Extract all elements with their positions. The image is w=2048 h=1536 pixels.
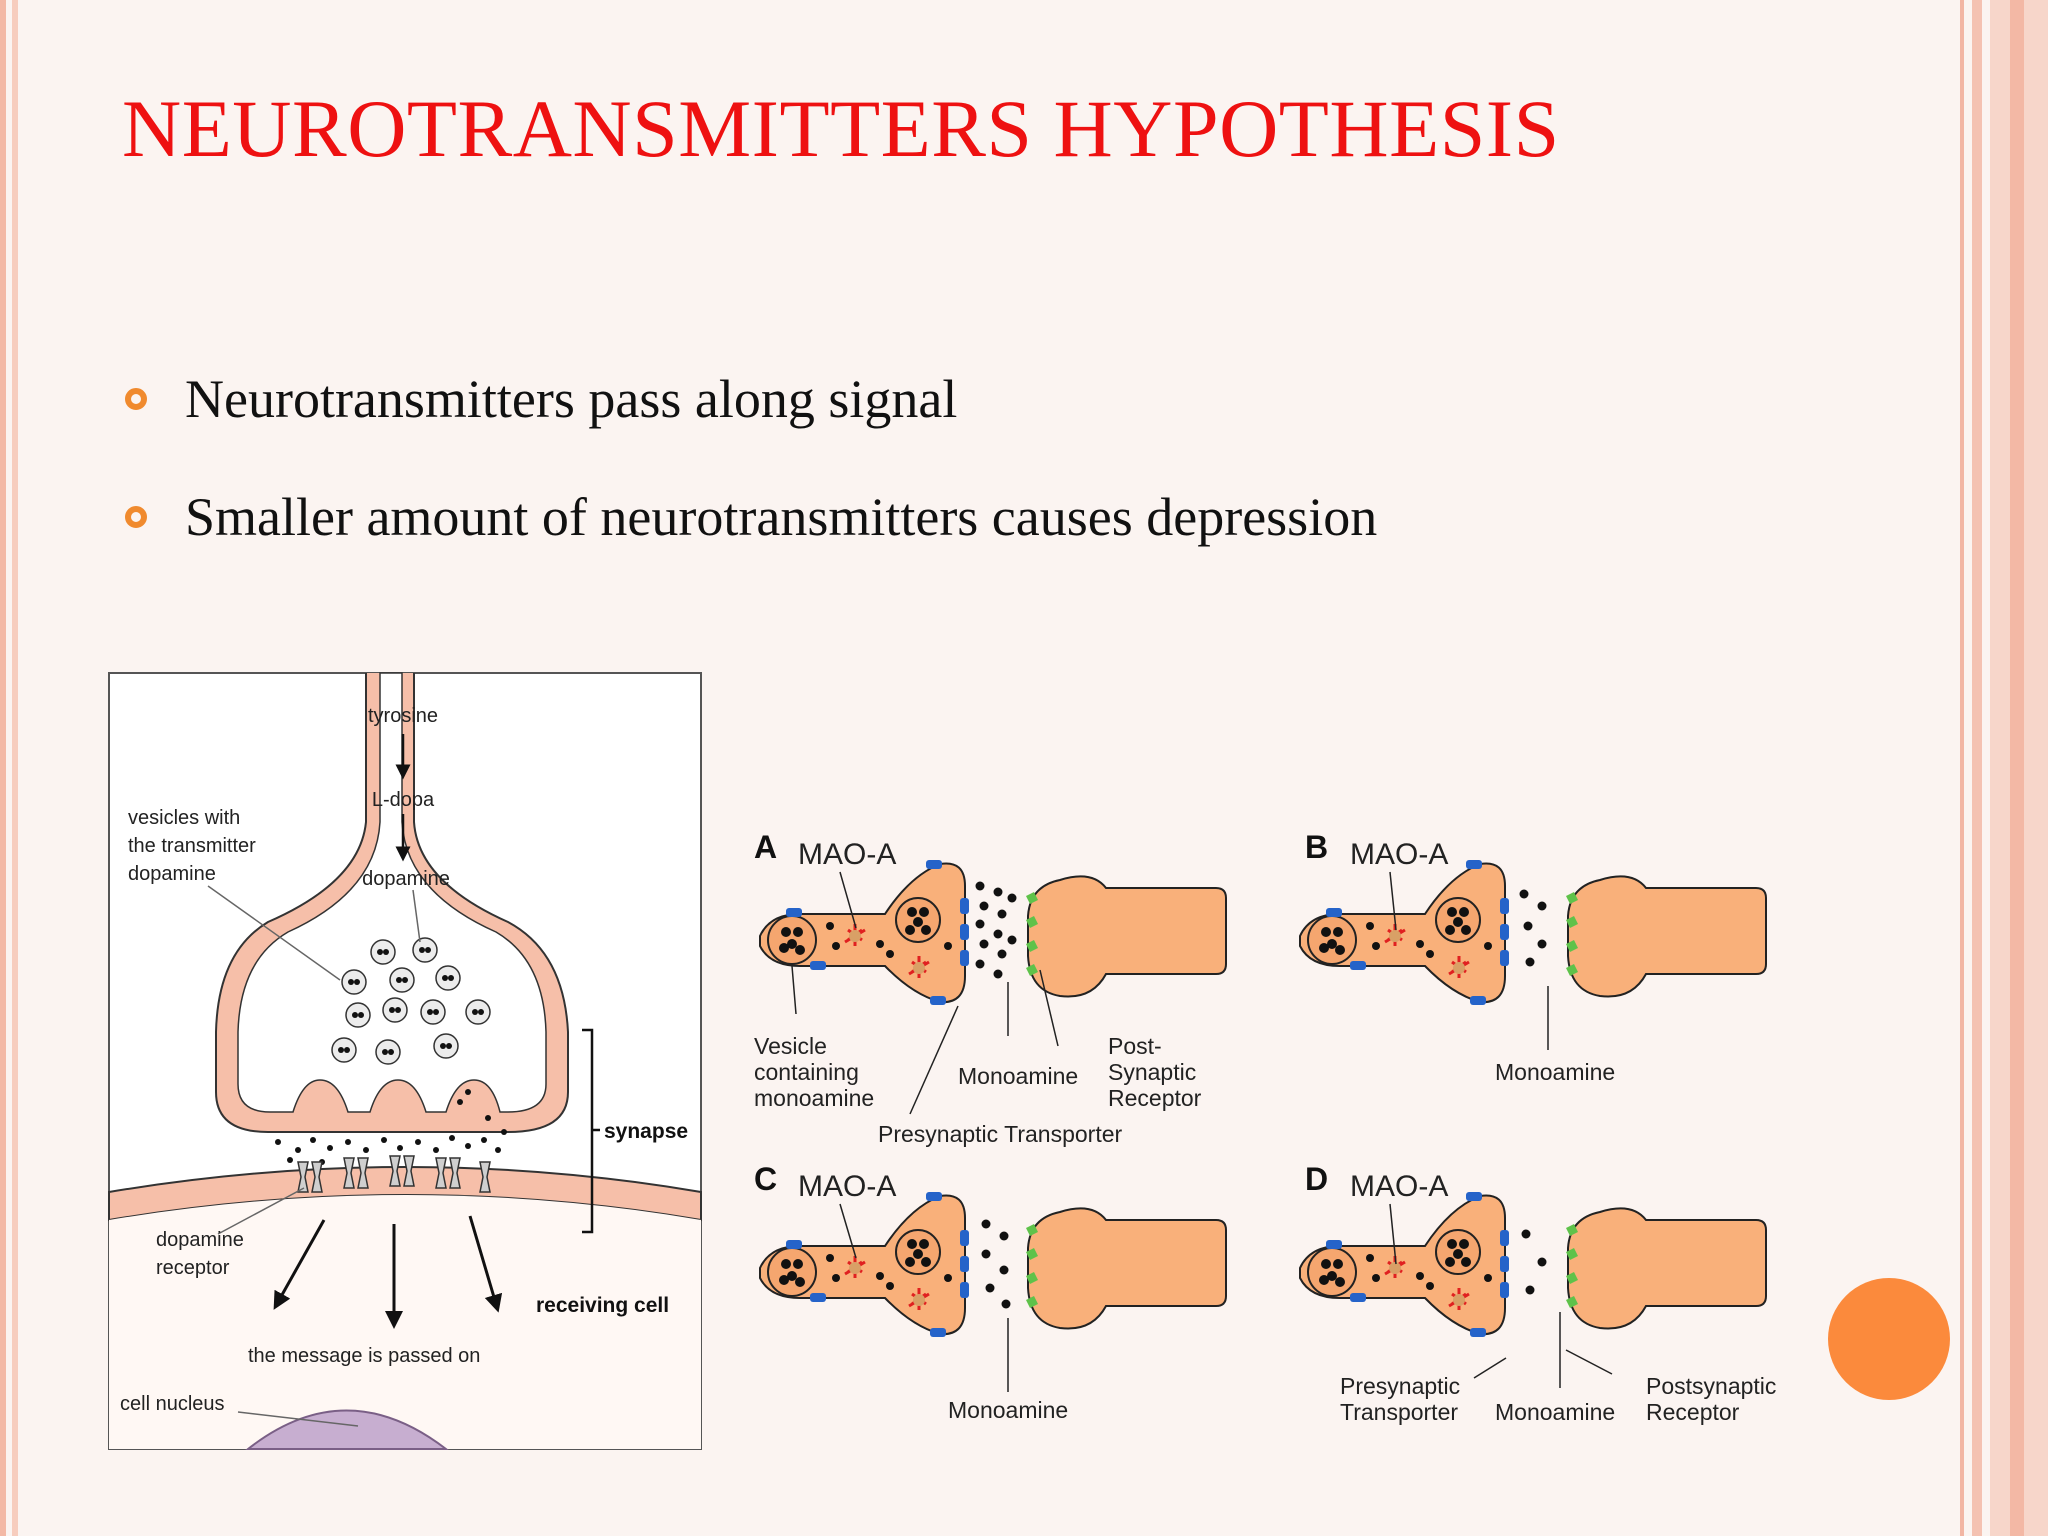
right-border-stripe [2010,0,2024,1536]
post-synaptic-label-line3: Receptor [1108,1085,1202,1111]
panel-b [1298,858,1768,1007]
monoamine-panels-diagram: A B C D MAO-A MAO-A MAO-A MAO-A [754,829,1776,1425]
enzyme-label-d: MAO-A [1350,1170,1448,1203]
dopamine-dots [275,947,507,1165]
receiving-cell-body [109,1195,701,1449]
cell-nucleus [245,1409,449,1450]
transporter-label-d: Transporter [1340,1399,1458,1425]
panel-a [758,858,1228,1007]
enzyme-label-a: MAO-A [798,838,896,871]
post-synaptic-label-line2: Synaptic [1108,1059,1196,1085]
panel-c [758,1190,1228,1339]
nucleus-label: cell nucleus [120,1393,225,1415]
leader-line [412,889,421,943]
vesicle-label-line3: monoamine [754,1085,874,1111]
l-dopa-label: L-dopa [372,789,435,811]
dopamine-label: dopamine [362,868,450,890]
receptor-label-line1: dopamine [156,1229,244,1251]
synapse-label: synapse [604,1120,688,1143]
message-label: the message is passed on [248,1345,480,1367]
tyrosine-label: tyrosine [368,705,438,727]
leader-line [207,885,341,981]
dopamine-receptors [297,1155,491,1193]
post-synaptic-label-line1: Post- [1108,1033,1162,1059]
message-arrow [468,1215,503,1313]
vesicle-label-line1: Vesicle [754,1033,827,1059]
left-border-stripe [0,0,6,1536]
slide-title: NEUROTRANSMITTERS HYPOTHESIS [122,83,1560,174]
presynaptic-label-d: Presynaptic [1340,1373,1460,1399]
decorative-orange-circle [1828,1278,1950,1400]
vesicles-label-line1: vesicles with [128,807,240,829]
leader-line [217,1187,305,1235]
receptor-label-line2: receptor [156,1257,230,1279]
bullet-list: Neurotransmitters pass along signal Smal… [125,340,1825,576]
monoamine-label-a: Monoamine [958,1063,1078,1089]
receptor-label-d: Receptor [1646,1399,1740,1425]
postsynaptic-label-d: Postsynaptic [1646,1373,1776,1399]
enzyme-label-c: MAO-A [798,1170,896,1203]
panel-letter-b: B [1305,829,1328,865]
right-border-stripe [1972,0,1982,1536]
monoamine-label-c: Monoamine [948,1397,1068,1423]
enzyme-label-b: MAO-A [1350,838,1448,871]
message-arrow [273,1219,326,1310]
leader-line [237,1411,359,1427]
bullet-text: Smaller amount of neurotransmitters caus… [185,487,1378,547]
panel-d [1298,1190,1768,1339]
vesicle-label-line2: containing [754,1059,859,1085]
bullet-item: Smaller amount of neurotransmitters caus… [125,458,1825,576]
axon-terminal-interior [237,672,547,1113]
panel-letter-d: D [1305,1161,1328,1197]
ring-bullet-icon [125,388,147,410]
ring-bullet-icon [125,506,147,528]
monoamine-label-b: Monoamine [1495,1059,1615,1085]
monoamine-label-d: Monoamine [1495,1399,1615,1425]
bullet-item: Neurotransmitters pass along signal [125,340,1825,458]
vesicles-label-line3: dopamine [128,863,216,885]
panel-letter-a: A [754,829,777,865]
presynaptic-transporter-label: Presynaptic Transporter [878,1121,1123,1147]
vesicles-label-line2: the transmitter [128,835,256,857]
synapse-diagram: tyrosine L-dopa dopamine vesicles with t… [108,672,702,1450]
panel-letter-c: C [754,1161,777,1197]
bullet-text: Neurotransmitters pass along signal [185,369,958,429]
label-leader-lines [791,871,1613,1392]
receiving-cell-label: receiving cell [536,1294,669,1317]
right-border-stripe [1960,0,1964,1536]
left-border-stripe-inner [12,0,18,1536]
